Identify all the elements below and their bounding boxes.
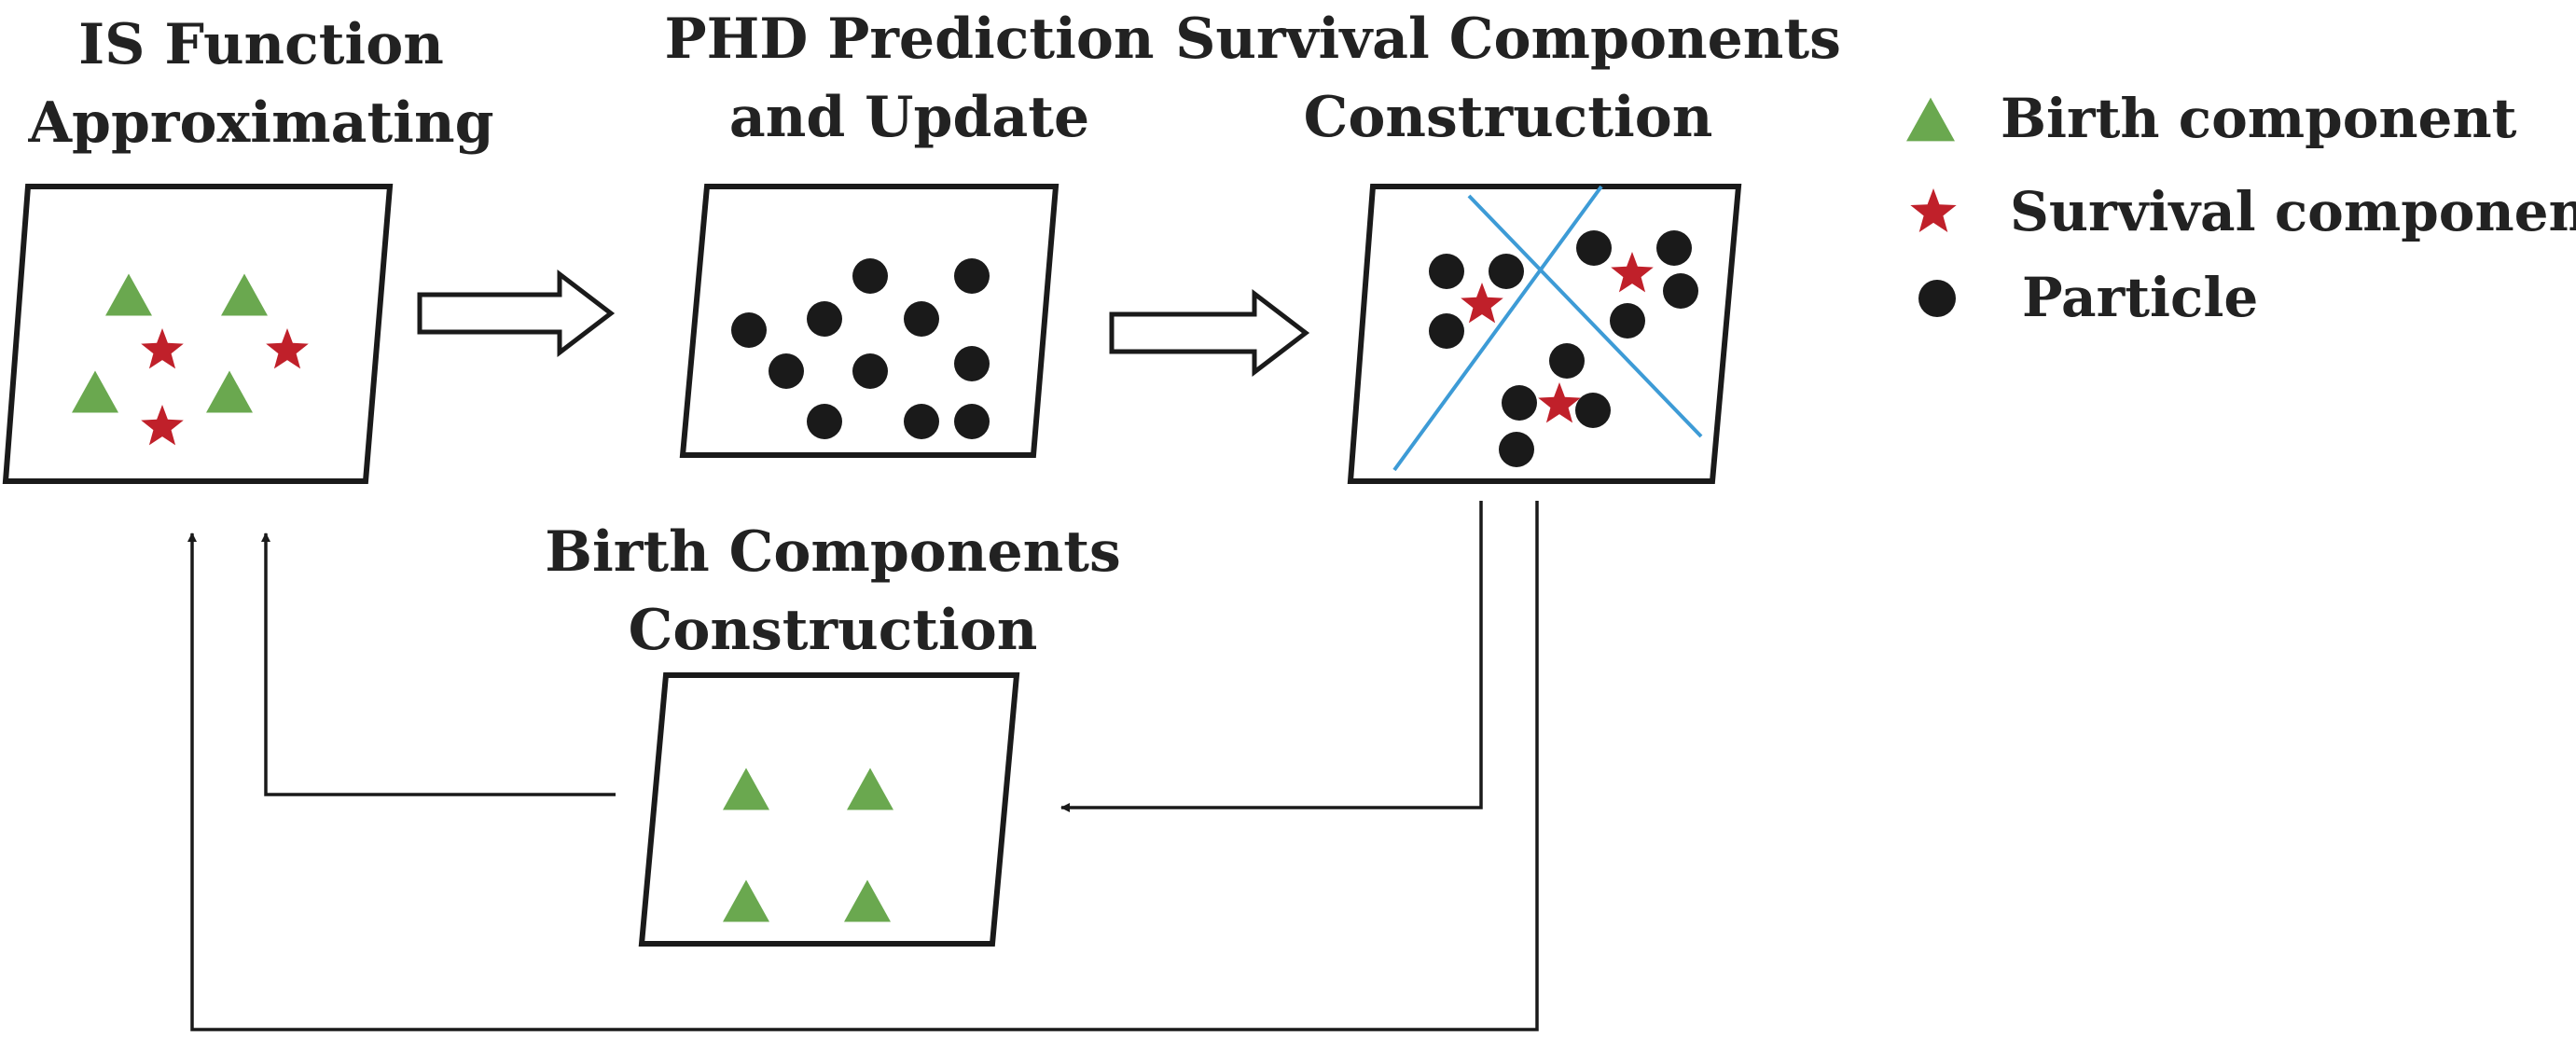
particle-dot <box>1549 343 1585 379</box>
particle-dot <box>1576 230 1612 266</box>
phd-title-line1: PHD Prediction <box>664 7 1154 72</box>
survival-panel <box>1347 184 1742 484</box>
particle-dot <box>904 404 939 439</box>
survival-component-star <box>1461 283 1503 324</box>
particle-dot <box>954 404 990 439</box>
birth-component-triangle <box>221 273 268 316</box>
birth-component-triangle <box>723 879 769 922</box>
legend-birth-triangle <box>1906 97 1955 142</box>
component-marks <box>72 230 1698 922</box>
block-arrow-right-2 <box>1109 288 1310 378</box>
birth-component-triangle <box>72 370 118 413</box>
particle-dot <box>807 301 842 337</box>
particle-dot <box>1429 313 1464 349</box>
legend-particle-dot <box>1918 280 1956 317</box>
connector-survival-to-is <box>187 501 1539 1031</box>
legend-survival-label: Survival component <box>2010 180 2576 243</box>
phd-title-line2: and Update <box>729 85 1089 150</box>
survival-component-star <box>1611 252 1654 293</box>
particle-dot <box>1610 303 1645 339</box>
particle-dot <box>807 404 842 439</box>
particle-dot <box>954 346 990 381</box>
is-function-panel <box>2 184 394 484</box>
survival-component-star <box>266 328 309 369</box>
particle-dot <box>852 353 888 389</box>
particle-dot <box>769 353 804 389</box>
survival-component-star <box>141 328 184 369</box>
cluster-divider-line <box>1392 185 1603 472</box>
is-function-title-line2: Approximating <box>27 90 493 156</box>
black-dot-icon <box>1918 280 1956 317</box>
birth-title-line1: Birth Components <box>545 519 1121 585</box>
particle-dot <box>1656 230 1692 266</box>
birth-component-triangle <box>844 879 891 922</box>
particle-dot <box>1489 254 1524 289</box>
particle-dot <box>1575 393 1611 428</box>
connector-survival-to-birth <box>1060 501 1483 812</box>
legend-particle-label: Particle <box>2022 266 2258 329</box>
phd-panel <box>679 184 1059 458</box>
birth-component-triangle <box>105 273 152 316</box>
survival-title-line1: Survival Components <box>1175 7 1841 72</box>
survival-component-star <box>141 405 184 446</box>
particle-dot <box>852 258 888 294</box>
particle-dot <box>1499 432 1534 467</box>
particle-dot <box>731 312 767 348</box>
legend-survival-star <box>1910 188 1957 232</box>
birth-component-triangle <box>847 767 893 810</box>
block-arrow-right-1 <box>417 269 616 358</box>
cluster-divider-line <box>1467 194 1703 438</box>
legend: Birth component Survival component Parti… <box>1906 87 2576 329</box>
particle-dot <box>1502 385 1537 421</box>
particle-dot <box>904 301 939 337</box>
birth-panel <box>638 672 1020 947</box>
survival-title-line2: Construction <box>1304 85 1713 150</box>
red-star-icon <box>1910 188 1957 232</box>
particle-dot <box>1663 273 1698 309</box>
green-triangle-icon <box>1906 97 1955 142</box>
survival-component-star <box>1538 382 1581 423</box>
is-function-title-line1: IS Function <box>78 12 444 77</box>
birth-component-triangle <box>206 370 253 413</box>
birth-component-triangle <box>723 767 769 810</box>
particle-dot <box>1429 254 1464 289</box>
legend-birth-label: Birth component <box>2001 87 2517 150</box>
birth-title-line2: Construction <box>629 598 1038 663</box>
connector-birth-to-is <box>261 532 616 796</box>
particle-dot <box>954 258 990 294</box>
